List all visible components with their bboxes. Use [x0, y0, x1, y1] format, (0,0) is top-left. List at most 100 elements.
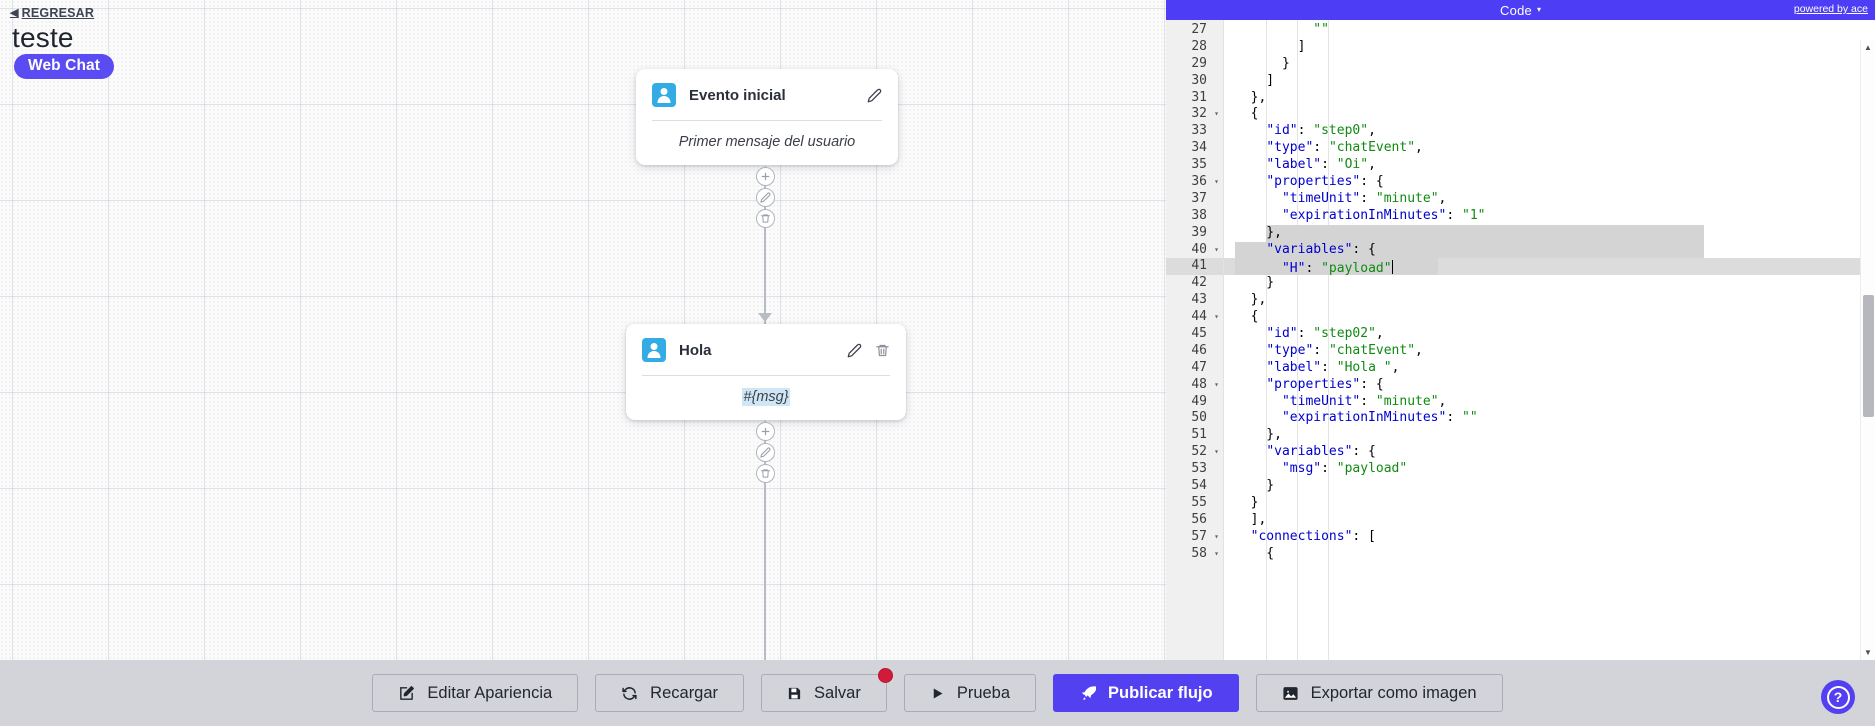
scroll-up-icon[interactable]: ▲: [1864, 43, 1872, 52]
code-line-56[interactable]: ],: [1224, 512, 1875, 529]
gutter-line-58[interactable]: 58▾: [1191, 545, 1219, 561]
gutter-line-53[interactable]: 53: [1191, 461, 1207, 477]
gutter-line-33[interactable]: 33: [1191, 123, 1207, 139]
code-line-53[interactable]: "msg": "payload": [1224, 461, 1875, 478]
code-panel-header[interactable]: Code ▾ powered by ace: [1166, 0, 1875, 20]
code-line-47[interactable]: "label": "Hola ",: [1224, 360, 1875, 377]
code-line-28[interactable]: ]: [1224, 39, 1875, 56]
code-line-42[interactable]: }: [1224, 275, 1875, 292]
code-line-40[interactable]: "variables": {: [1224, 241, 1875, 259]
gutter-line-50[interactable]: 50: [1191, 410, 1207, 426]
trash-icon[interactable]: [756, 209, 775, 228]
gutter-line-55[interactable]: 55: [1191, 494, 1207, 510]
code-line-44[interactable]: {: [1224, 309, 1875, 326]
fold-toggle-icon[interactable]: ▾: [1214, 447, 1219, 457]
toolbar-button-recargar[interactable]: Recargar: [595, 674, 745, 712]
edit-icon[interactable]: [847, 343, 862, 358]
toolbar-button-salvar[interactable]: Salvar: [761, 668, 893, 712]
scroll-down-icon[interactable]: ▼: [1864, 648, 1872, 657]
gutter-line-32[interactable]: 32▾: [1191, 106, 1219, 122]
trash-icon[interactable]: [756, 464, 775, 483]
code-line-31[interactable]: },: [1224, 90, 1875, 107]
gutter-line-29[interactable]: 29: [1191, 55, 1207, 71]
gutter-line-37[interactable]: 37: [1191, 190, 1207, 206]
toolbar-button-publicar-flujo[interactable]: Publicar flujo: [1053, 674, 1239, 712]
code-line-57[interactable]: "connections": [: [1224, 529, 1875, 546]
gutter-line-47[interactable]: 47: [1191, 359, 1207, 375]
plus-icon[interactable]: [756, 422, 775, 441]
code-line-29[interactable]: }: [1224, 56, 1875, 73]
gutter-line-31[interactable]: 31: [1191, 89, 1207, 105]
gutter-line-44[interactable]: 44▾: [1191, 309, 1219, 325]
ace-credit-link[interactable]: powered by ace: [1793, 3, 1868, 15]
code-line-55[interactable]: }: [1224, 495, 1875, 512]
gutter-line-30[interactable]: 30: [1191, 72, 1207, 88]
code-line-37[interactable]: "timeUnit": "minute",: [1224, 191, 1875, 208]
code-line-36[interactable]: "properties": {: [1224, 174, 1875, 191]
gutter-line-41[interactable]: 41: [1166, 258, 1223, 276]
edit-icon[interactable]: [756, 443, 775, 462]
edit-icon[interactable]: [867, 88, 882, 103]
gutter-line-46[interactable]: 46: [1191, 342, 1207, 358]
edit-icon[interactable]: [756, 188, 775, 207]
code-line-45[interactable]: "id": "step02",: [1224, 326, 1875, 343]
code-line-54[interactable]: }: [1224, 478, 1875, 495]
code-line-38[interactable]: "expirationInMinutes": "1": [1224, 208, 1875, 225]
edge-toolbar-1[interactable]: [756, 167, 775, 230]
chevron-down-icon[interactable]: ▾: [1536, 4, 1541, 14]
gutter-line-39[interactable]: 39: [1191, 224, 1207, 240]
flow-canvas[interactable]: ◀ REGRESAR teste Web Chat Evento inicial…: [0, 0, 1166, 660]
code-line-32[interactable]: {: [1224, 106, 1875, 123]
code-line-49[interactable]: "timeUnit": "minute",: [1224, 394, 1875, 411]
gutter-line-28[interactable]: 28: [1191, 38, 1207, 54]
code-line-27[interactable]: "": [1224, 22, 1875, 39]
fold-toggle-icon[interactable]: ▾: [1214, 177, 1219, 187]
code-line-51[interactable]: },: [1224, 427, 1875, 444]
toolbar-button-prueba[interactable]: Prueba: [903, 674, 1037, 712]
gutter-line-57[interactable]: 57▾: [1191, 528, 1219, 544]
gutter-line-38[interactable]: 38: [1191, 207, 1207, 223]
editor-vertical-scrollbar[interactable]: ▲ ▼: [1860, 40, 1875, 660]
gutter-line-40[interactable]: 40▾: [1191, 241, 1219, 257]
gutter-line-42[interactable]: 42: [1191, 275, 1207, 291]
fold-toggle-icon[interactable]: ▾: [1214, 379, 1219, 389]
gutter-line-27[interactable]: 27: [1191, 22, 1207, 37]
gutter-line-52[interactable]: 52▾: [1191, 444, 1219, 460]
code-line-39[interactable]: },: [1224, 224, 1875, 242]
gutter-line-54[interactable]: 54: [1191, 478, 1207, 494]
back-link[interactable]: ◀ REGRESAR: [10, 6, 94, 20]
code-line-52[interactable]: "variables": {: [1224, 444, 1875, 461]
code-line-41[interactable]: "H": "payload": [1224, 258, 1875, 276]
fold-toggle-icon[interactable]: ▾: [1214, 109, 1219, 119]
code-line-46[interactable]: "type": "chatEvent",: [1224, 343, 1875, 360]
editor-code-area[interactable]: "" ] } ] }, { "id": "step0", "type": "ch…: [1224, 20, 1875, 660]
help-button[interactable]: ?: [1821, 680, 1855, 714]
gutter-line-35[interactable]: 35: [1191, 157, 1207, 173]
edge-toolbar-2[interactable]: [756, 422, 775, 485]
gutter-line-45[interactable]: 45: [1191, 326, 1207, 342]
fold-toggle-icon[interactable]: ▾: [1214, 548, 1219, 558]
code-line-50[interactable]: "expirationInMinutes": "": [1224, 410, 1875, 427]
flow-node-evento-inicial[interactable]: Evento inicial Primer mensaje del usuari…: [636, 69, 898, 165]
gutter-line-51[interactable]: 51: [1191, 427, 1207, 443]
code-line-35[interactable]: "label": "Oi",: [1224, 157, 1875, 174]
toolbar-button-exportar-como-imagen[interactable]: Exportar como imagen: [1255, 674, 1503, 712]
fold-toggle-icon[interactable]: ▾: [1214, 531, 1219, 541]
code-line-58[interactable]: {: [1224, 546, 1875, 563]
plus-icon[interactable]: [756, 167, 775, 186]
scrollbar-thumb[interactable]: [1863, 295, 1874, 417]
gutter-line-36[interactable]: 36▾: [1191, 174, 1219, 190]
code-line-48[interactable]: "properties": {: [1224, 377, 1875, 394]
gutter-line-48[interactable]: 48▾: [1191, 376, 1219, 392]
flow-node-hola[interactable]: Hola #{msg}: [626, 324, 906, 420]
code-line-30[interactable]: ]: [1224, 73, 1875, 90]
trash-icon[interactable]: [875, 343, 890, 358]
fold-toggle-icon[interactable]: ▾: [1214, 312, 1219, 322]
code-line-33[interactable]: "id": "step0",: [1224, 123, 1875, 140]
gutter-line-43[interactable]: 43: [1191, 292, 1207, 308]
gutter-line-49[interactable]: 49: [1191, 393, 1207, 409]
toolbar-button-editar-apariencia[interactable]: Editar Apariencia: [372, 674, 579, 712]
